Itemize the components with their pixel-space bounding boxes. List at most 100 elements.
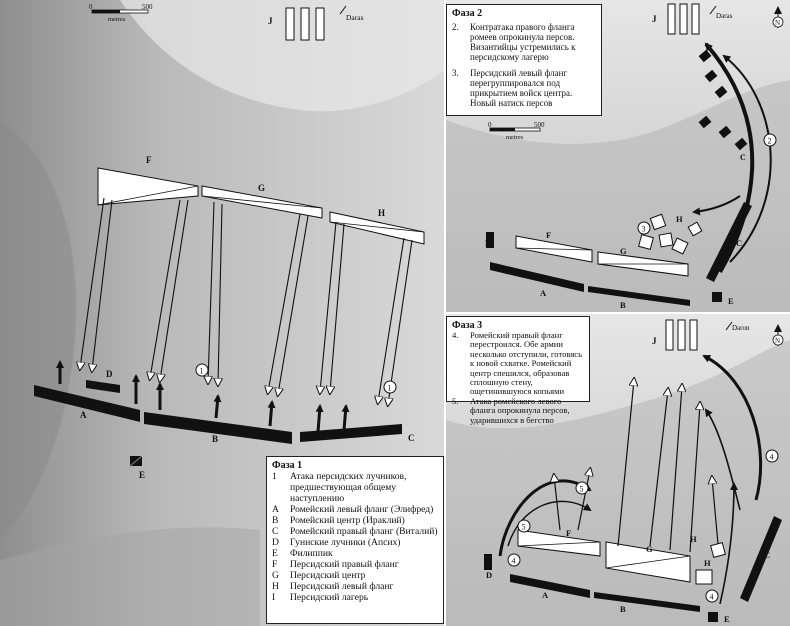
persian-camp-2: J [652, 3, 700, 35]
river-name: Daron [732, 324, 750, 332]
legend-key: 2. [452, 22, 459, 32]
label-H: H [378, 208, 385, 218]
roman-right-wheel [702, 354, 763, 605]
legend-text: Персидский левый фланг [290, 581, 394, 592]
marker-5b: 5 [522, 523, 526, 532]
label-H2: H [690, 534, 697, 544]
legend-item: H Персидский левый фланг [272, 581, 438, 592]
label-F: F [146, 155, 152, 165]
scale-unit: metres [108, 16, 126, 23]
legend-item: 2.Контратака правого фланга ромеев опрок… [452, 22, 596, 62]
panel-2: J Daras N 0 500 metres F G [485, 3, 784, 310]
river-name: Daras [346, 13, 364, 22]
roman-line-3: A B C D E [484, 516, 782, 624]
label-B: B [620, 300, 626, 310]
legend-item: C Ромейский правый фланг (Виталий) [272, 526, 438, 537]
legend-item: 1 Атака персидских лучников, предшествующ… [272, 471, 438, 504]
legend-key: 5. [452, 395, 459, 406]
legend-phase-3: Фаза 3 4. Ромейский правый фланг перестро… [446, 316, 590, 424]
legend-phase-2: Фаза 2 2.Контратака правого фланга ромее… [446, 4, 602, 116]
label-D: D [486, 570, 492, 580]
label-E: E [724, 614, 730, 624]
marker-4a: 4 [512, 557, 516, 566]
legend-key: B [272, 515, 279, 526]
marker-2: 2 [768, 137, 772, 146]
label-C: C [764, 550, 770, 560]
roman-right-attack: C [692, 42, 772, 273]
legend-title: Фаза 2 [452, 8, 483, 19]
panel-2-background [446, 0, 790, 312]
persian-formations-2: F G H [515, 213, 703, 277]
legend-key: C [272, 526, 279, 537]
legend-item: 5.Атака ромейского левого фланга опрокин… [452, 395, 584, 425]
legend-key: D [272, 537, 279, 548]
legend-item: B Ромейский центр (Ираклий) [272, 515, 438, 526]
scale-zero: 0 [89, 3, 93, 11]
phase-markers-2: 2 3 [637, 133, 777, 235]
river-daras: Daras [339, 5, 364, 22]
scale-bar-2: 0 500 metres [488, 121, 545, 141]
river-daron: Daron [725, 321, 750, 332]
legend-text: Персидский правый фланг [290, 559, 399, 570]
label-G: G [620, 246, 627, 256]
legend-text: Гуннские лучники (Апсих) [290, 537, 401, 548]
label-E: E [728, 296, 734, 306]
legend-text: Персидский лагерь [290, 592, 369, 603]
persian-formations-3: F G H H [517, 528, 726, 585]
legend-key: 4. [452, 330, 459, 340]
roman-line: A B C D E [34, 369, 415, 480]
legend-key: 3. [452, 68, 459, 78]
marker-4b: 4 [770, 453, 774, 462]
legend-key: A [272, 504, 279, 515]
label-G: G [258, 183, 265, 193]
scale-bar: 0 500 metres [89, 3, 153, 23]
persian-camp: J [268, 7, 325, 41]
legend-text: Ромейский правый фланг (Виталий) [290, 526, 438, 537]
label-H: H [676, 214, 683, 224]
north-label: N [775, 19, 780, 27]
label-C2: C [740, 153, 746, 162]
marker-4c: 4 [710, 593, 714, 602]
label-C: C [736, 238, 742, 248]
legend-text: Персидский левый фланг перегруппировался… [470, 68, 573, 108]
label-J: J [268, 16, 273, 26]
panel-1: 0 500 metres J Daras F G H [34, 3, 438, 604]
label-A: A [80, 410, 87, 420]
legend-text: Атака персидских лучников, предшествующа… [290, 471, 407, 504]
persian-retreat-arrows [554, 380, 719, 553]
label-G: G [646, 544, 653, 554]
legend-text: Ромейский правый фланг перестроился. Обе… [470, 330, 582, 397]
river-daras-2: Daras [709, 5, 733, 20]
label-A: A [542, 590, 549, 600]
roman-left-attack [498, 479, 592, 557]
legend-item: 4. Ромейский правый фланг перестроился. О… [452, 330, 584, 397]
legend-key: E [272, 548, 278, 559]
label-F: F [566, 528, 571, 538]
persian-formations: F G H [97, 155, 425, 245]
label-F: F [546, 230, 551, 240]
label-J: J [652, 336, 657, 346]
label-D: D [106, 369, 113, 379]
legend-text: Персидский центр [290, 570, 366, 581]
label-C: C [408, 433, 415, 443]
panel-3: J Daron N F G H H A B [484, 319, 784, 624]
legend-item: D Гуннские лучники (Апсих) [272, 537, 438, 548]
legend-key: 1 [272, 471, 277, 482]
legend-text: Ромейский центр (Ираклий) [290, 515, 405, 526]
north-label: N [775, 337, 780, 345]
label-B: B [212, 434, 218, 444]
label-H: H [704, 558, 711, 568]
north-arrow-3: N [772, 324, 784, 346]
legend-title: Фаза 3 [452, 320, 483, 331]
legend-key: H [272, 581, 279, 592]
river-name: Daras [716, 12, 733, 20]
roman-advance-arrows [56, 360, 350, 433]
panel-1-background [0, 0, 444, 626]
label-B: B [620, 604, 626, 614]
label-E: E [139, 470, 145, 480]
